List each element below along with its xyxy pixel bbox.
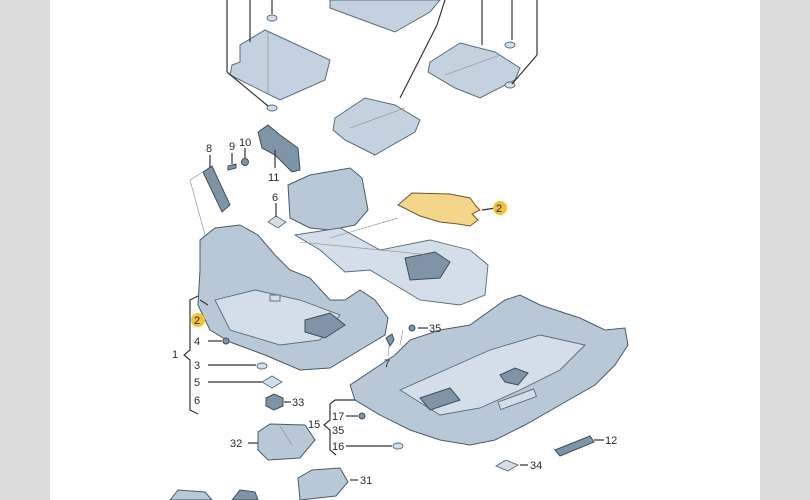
part-16-washer[interactable] <box>346 442 404 450</box>
highlight-badge-2-upper <box>493 201 507 215</box>
label-2-upper: 2 <box>496 203 502 215</box>
part-34-pad[interactable] <box>495 459 528 472</box>
part-35-screw-upper[interactable] <box>408 324 428 332</box>
label-16: 16 <box>332 441 344 453</box>
part-4-bolt[interactable] <box>208 337 230 345</box>
label-10: 10 <box>239 137 251 149</box>
label-8: 8 <box>206 143 212 155</box>
label-17: 17 <box>332 411 344 423</box>
label-6-lower: 6 <box>194 395 200 407</box>
label-35-upper: 35 <box>429 323 441 335</box>
part-bottom-left-blocks <box>169 489 259 500</box>
floor-underbody-panel[interactable] <box>349 294 629 446</box>
part-2-highlighted-panel[interactable] <box>397 192 497 227</box>
floor-mat-front-left[interactable] <box>229 29 331 101</box>
label-3: 3 <box>194 360 200 372</box>
part-3-washer[interactable] <box>208 362 268 370</box>
label-5: 5 <box>194 377 200 389</box>
highlight-badge-2-left <box>191 313 205 327</box>
label-32: 32 <box>230 438 242 450</box>
label-33: 33 <box>292 397 304 409</box>
label-2-left: 2 <box>194 315 200 327</box>
label-35-lower: 35 <box>332 425 344 437</box>
part-11-bracket[interactable] <box>257 124 301 173</box>
parts-diagram: 8 9 10 11 6 2 2 4 1 3 5 6 33 7 35 17 15 … <box>169 0 629 500</box>
part-10-nut[interactable] <box>241 148 249 166</box>
part-12-strip[interactable] <box>554 435 604 457</box>
diagram-canvas: 8 9 10 11 6 2 2 4 1 3 5 6 33 7 35 17 15 … <box>50 0 760 500</box>
label-7: 7 <box>384 358 390 370</box>
label-1: 1 <box>172 349 178 361</box>
part-2-footwell-insulation[interactable] <box>197 224 389 371</box>
part-33-block[interactable] <box>265 393 291 411</box>
bracket-group-1 <box>183 295 209 415</box>
part-31-foam-block[interactable] <box>297 467 358 500</box>
floor-mat-rear-right[interactable] <box>427 42 521 99</box>
part-32-foam-block[interactable] <box>248 423 316 461</box>
label-9: 9 <box>229 141 235 153</box>
label-12: 12 <box>605 435 617 447</box>
label-6-upper: 6 <box>272 192 278 204</box>
part-5-clip[interactable] <box>208 375 283 389</box>
part-7-screw[interactable] <box>385 333 395 357</box>
label-4: 4 <box>194 336 200 348</box>
floor-mat-rear-left[interactable] <box>332 97 421 156</box>
bracket-group-15 <box>323 399 355 456</box>
label-15: 15 <box>308 419 320 431</box>
part-6-clip-upper[interactable] <box>267 203 287 229</box>
part-2-rear-tunnel-insulation[interactable] <box>287 167 489 306</box>
construction-lines <box>189 171 404 346</box>
label-11: 11 <box>268 172 279 184</box>
label-31: 31 <box>360 475 372 487</box>
label-34: 34 <box>530 460 542 472</box>
mat-leader-lines <box>226 0 538 107</box>
part-9-screw[interactable] <box>227 153 237 171</box>
part-17-nut[interactable] <box>346 412 366 420</box>
part-8-insulation-strip[interactable] <box>202 155 231 213</box>
floor-mat-front-right[interactable] <box>329 0 441 33</box>
